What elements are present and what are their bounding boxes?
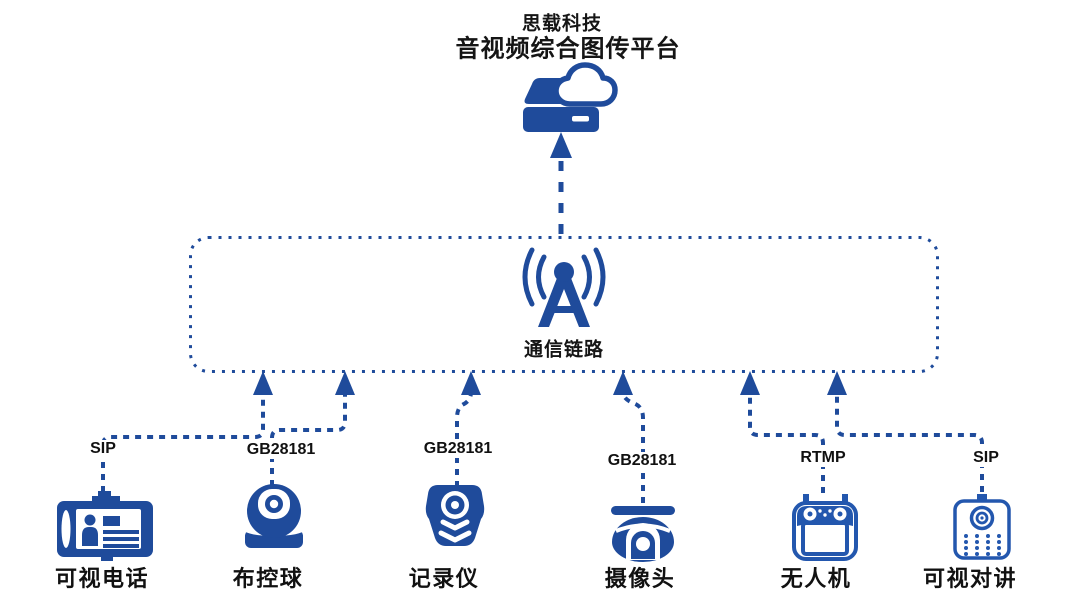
protocol-label-video-phone: SIP	[87, 440, 119, 458]
body-camera-icon	[425, 485, 485, 546]
dome-camera-icon	[611, 506, 675, 562]
device-label-camera: 摄像头	[604, 566, 676, 591]
connector-ptz-ball	[270, 394, 347, 486]
connector-video-phone	[101, 394, 265, 492]
device-label-ptz-ball: 布控球	[232, 566, 304, 591]
comm-link-box	[189, 236, 939, 373]
device-label-video-phone: 可视电话	[54, 566, 150, 591]
connector-arrowheads	[253, 371, 847, 395]
device-label-drone: 无人机	[780, 566, 852, 591]
cloud-server-icon	[523, 62, 618, 132]
connector-recorder	[455, 391, 473, 487]
device-label-intercom: 可视对讲	[922, 566, 1018, 591]
protocol-label-camera: GB28181	[604, 452, 680, 470]
connector-intercom	[835, 394, 984, 492]
video-phone-icon	[57, 491, 153, 561]
comm-link-label: 通信链路	[523, 339, 605, 361]
protocol-label-ptz-ball: GB28181	[243, 441, 319, 459]
drone-controller-icon	[792, 494, 858, 561]
device-label-recorder: 记录仪	[408, 566, 480, 591]
intercom-speaker-dots	[964, 534, 1001, 556]
ball-camera-icon	[244, 484, 304, 548]
connector-drone	[748, 394, 825, 493]
company-name: 思载科技	[521, 13, 603, 35]
platform-title: 音视频综合图传平台	[455, 35, 681, 63]
protocol-label-recorder: GB28181	[420, 440, 496, 458]
signal-tower-icon	[522, 247, 606, 327]
protocol-label-intercom: SIP	[970, 449, 1002, 467]
intercom-icon	[953, 494, 1011, 560]
connector-camera	[621, 391, 645, 503]
protocol-label-drone: RTMP	[797, 449, 849, 467]
uplink-arrow	[550, 132, 572, 234]
device-connectors	[101, 391, 984, 503]
